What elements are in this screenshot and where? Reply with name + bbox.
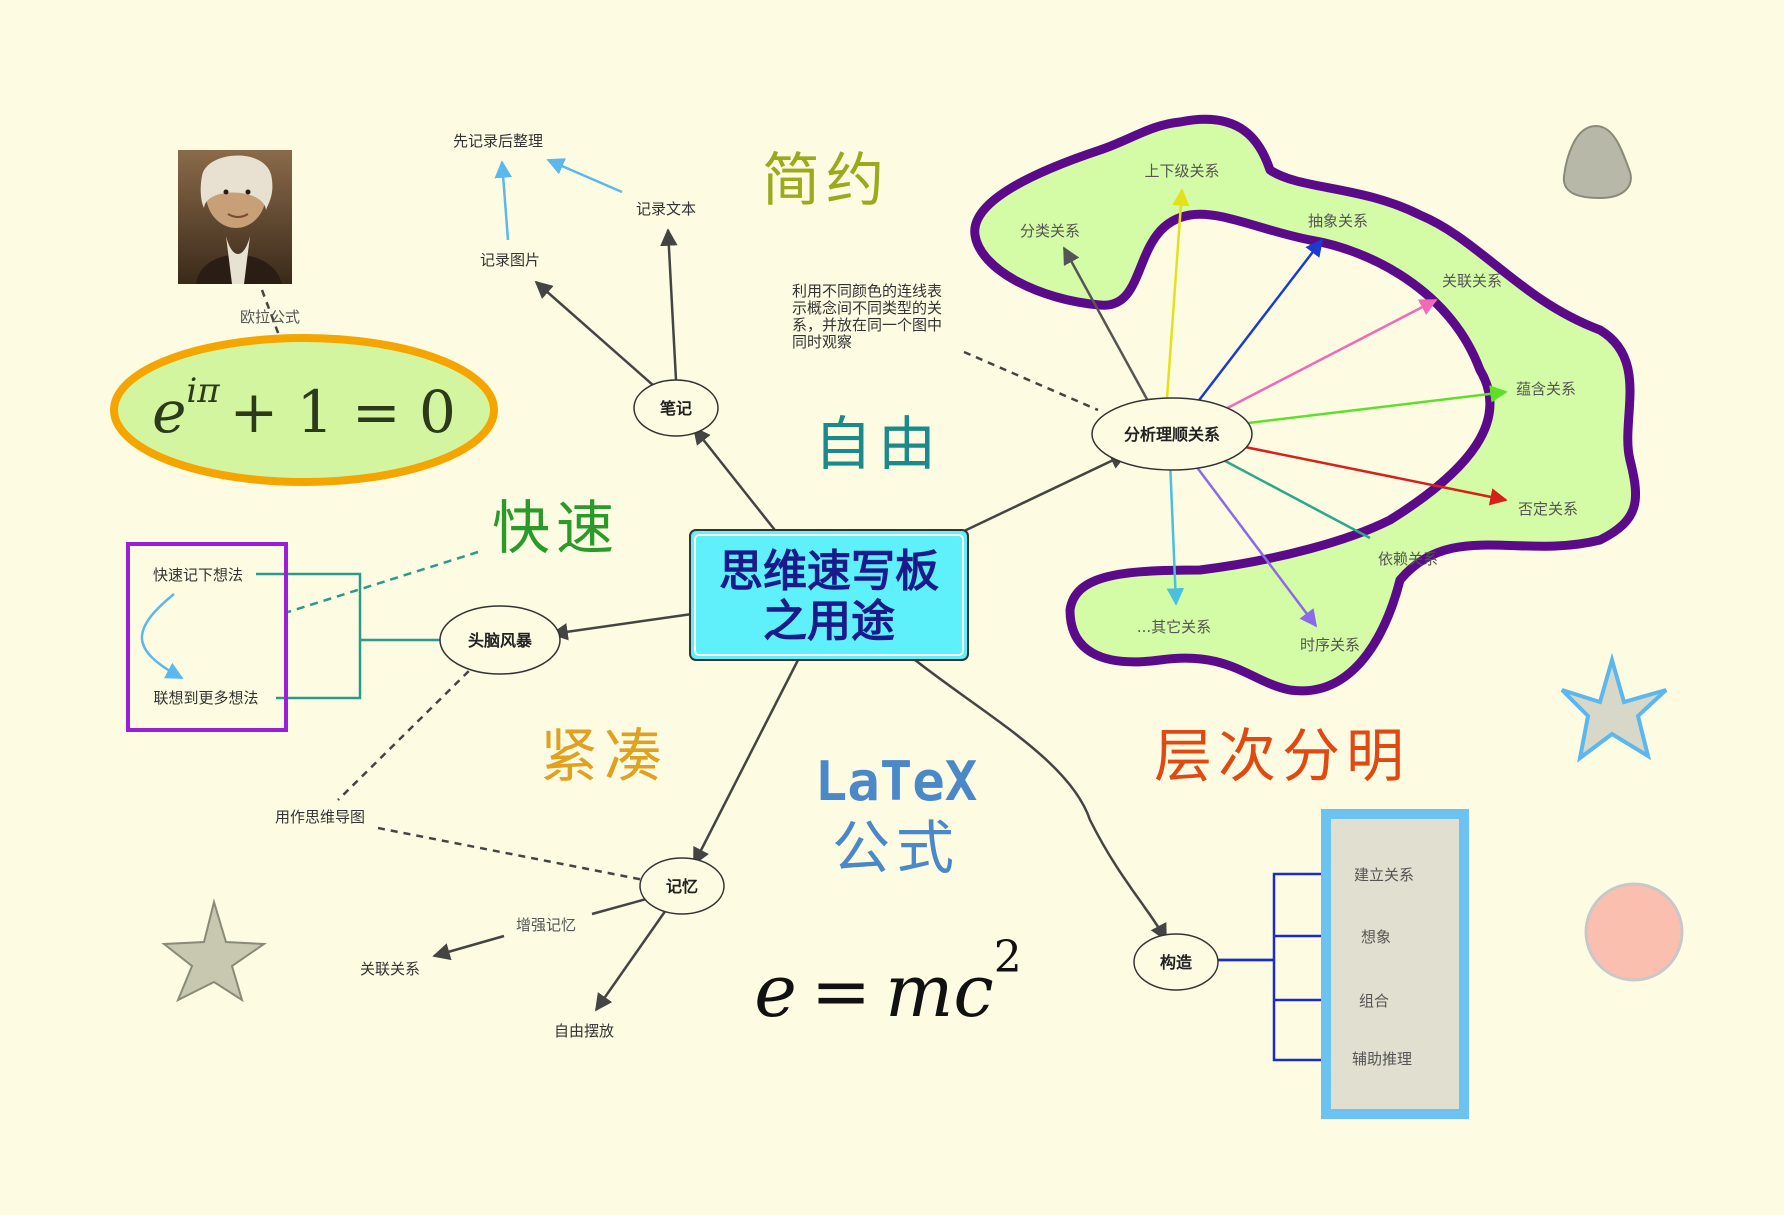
node-notes-label: 笔记 (660, 399, 692, 418)
grey-drop-shape (1562, 124, 1632, 200)
label-enhance: 增强记忆 (516, 916, 576, 934)
edge-image-first (494, 160, 512, 241)
construct-bracket (1272, 872, 1330, 1062)
emc-rhs: mc (885, 949, 994, 1033)
edge-center-relations (961, 452, 1128, 534)
construct-item-3: 组合 (1359, 992, 1389, 1010)
label-idea1: 快速记下想法 (153, 566, 243, 584)
grey-star-shape (161, 898, 267, 1003)
emc-exp: 2 (994, 932, 1022, 983)
label-idea2: 联想到更多想法 (153, 689, 258, 707)
keyword-simple: 简约 (762, 146, 890, 214)
node-brainstorm[interactable] (439, 605, 561, 675)
center-title-line2: 之用途 (763, 596, 895, 647)
relation-note-line1: 利用不同颜色的连线表 (792, 282, 942, 300)
edge-note-relations (963, 350, 1099, 412)
node-memory-label: 记忆 (666, 877, 698, 896)
relation-note: 利用不同颜色的连线表 示概念间不同类型的关 系，并放在同一个图中 同时观察 (792, 282, 942, 351)
rel-label-other: ...其它关系 (1137, 618, 1211, 636)
label-mindmap: 用作思维导图 (275, 808, 365, 826)
edge-center-brainstorm (550, 612, 693, 641)
edge-rel-classify (1062, 246, 1156, 413)
relation-note-line3: 系，并放在同一个图中 (792, 316, 942, 334)
edge-text-first (546, 158, 623, 194)
rel-label-sequence: 时序关系 (1300, 636, 1360, 654)
edge-brainstorm-mindmap (337, 661, 479, 801)
euler-formula: eiπ+ 1 = 0 (152, 371, 456, 446)
rel-label-abstract: 抽象关系 (1308, 212, 1368, 230)
emc-formula: e=mc2 (754, 932, 1022, 1033)
keyword-latex: LaTeX (815, 750, 978, 813)
edge-center-construct (909, 655, 1168, 942)
node-notes[interactable] (633, 379, 719, 437)
rel-label-negate: 否定关系 (1518, 500, 1578, 518)
construct-item-1: 建立关系 (1354, 866, 1414, 884)
edge-rel-contain (1239, 385, 1508, 426)
relation-note-line2: 示概念间不同类型的关 (792, 299, 942, 317)
construct-item-4: 辅助推理 (1352, 1050, 1412, 1068)
edge-brainstorm-bracket (256, 572, 362, 700)
edge-rel-negate (1239, 444, 1508, 506)
edge-mindmap-memory (377, 826, 645, 882)
keyword-formula: 公式 (832, 814, 960, 882)
blue-star-shape (1560, 652, 1668, 763)
keyword-fast: 快速 (492, 494, 620, 562)
edge-memory-free (594, 909, 668, 1012)
pink-circle-shape (1584, 882, 1684, 982)
label-record-first: 先记录后整理 (453, 132, 543, 150)
rel-label-contain: 蕴含关系 (1516, 380, 1576, 398)
euler-formula-exp: iπ (186, 371, 220, 411)
portrait-image (178, 150, 292, 284)
keyword-layered: 层次分明 (1154, 722, 1410, 790)
edge-rel-hierarchy (1164, 188, 1190, 413)
edge-fast-box (287, 550, 479, 614)
node-relations-label: 分析理顺关系 (1124, 425, 1220, 444)
edge-memory-enhance (591, 896, 651, 916)
node-memory[interactable] (639, 857, 725, 915)
euler-formula-rest: + 1 = 0 (230, 378, 456, 446)
node-relations[interactable] (1091, 397, 1253, 471)
euler-formula-ellipse (110, 334, 498, 486)
edge-enhance-assoc (432, 934, 505, 961)
brainstorm-idea-box (126, 542, 288, 732)
rel-label-associate: 关联关系 (1442, 272, 1502, 290)
edge-center-memory (692, 659, 800, 866)
label-assoc: 关联关系 (360, 960, 420, 978)
relation-note-line4: 同时观察 (792, 333, 852, 351)
edge-notes-image (534, 280, 655, 387)
edge-rel-associate (1211, 298, 1438, 418)
edge-center-notes (692, 426, 779, 535)
center-node[interactable] (689, 529, 969, 661)
edge-rel-other (1166, 459, 1185, 606)
euler-formula-base: e (152, 378, 186, 446)
edge-notes-text (660, 228, 678, 381)
keyword-compact: 紧凑 (540, 722, 668, 790)
node-construct[interactable] (1133, 933, 1219, 991)
rel-label-classify: 分类关系 (1020, 222, 1080, 240)
construct-panel (1321, 809, 1469, 1119)
relation-cloud-shape (970, 114, 1640, 696)
emc-eq: = (811, 949, 871, 1033)
emc-lhs: e (754, 949, 797, 1033)
edge-rel-depend (1211, 452, 1371, 540)
construct-item-2: 想象 (1361, 928, 1391, 946)
label-euler: 欧拉公式 (240, 308, 300, 326)
rel-label-hierarchy: 上下级关系 (1144, 162, 1219, 180)
node-construct-label: 构造 (1160, 953, 1193, 972)
label-record-image: 记录图片 (480, 251, 540, 269)
edge-idea1-idea2 (140, 593, 184, 680)
edge-rel-sequence (1189, 457, 1318, 628)
rel-label-depend: 依赖关系 (1378, 550, 1438, 568)
keyword-free: 自由 (814, 410, 942, 478)
node-brainstorm-label: 头脑风暴 (468, 631, 533, 650)
center-node-inner-border (694, 534, 964, 656)
label-record-text: 记录文本 (636, 200, 696, 218)
center-title-line1: 思维速写板 (719, 546, 939, 597)
label-free: 自由摆放 (554, 1022, 614, 1040)
edge-rel-abstract (1189, 238, 1324, 413)
